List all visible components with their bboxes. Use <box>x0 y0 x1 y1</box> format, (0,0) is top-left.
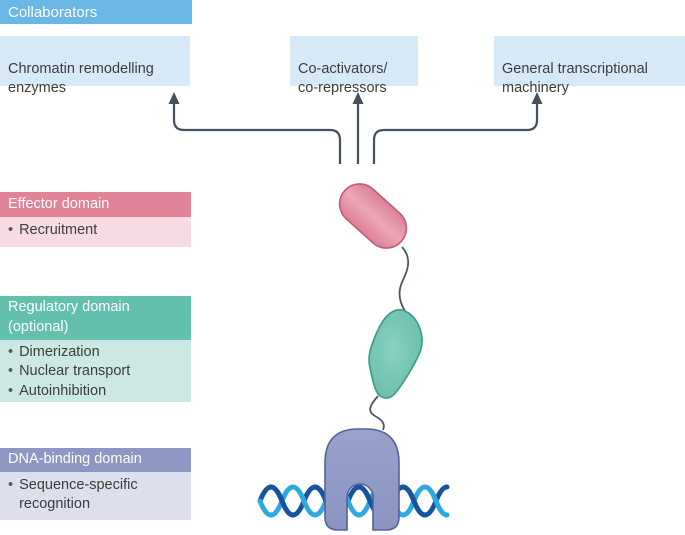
bullet-item: Dimerization <box>8 343 183 362</box>
collaborator-box-label: General transcriptional machinery <box>502 61 648 97</box>
linker-bean-to-clamp <box>369 395 385 431</box>
dna-binding-domain-clamp <box>324 428 400 531</box>
dna-binding-domain-bullets: Sequence-specific recognition <box>0 472 191 520</box>
dna-binding-domain-header: DNA-binding domain <box>0 448 191 472</box>
arrow-to-coactivators <box>352 92 364 164</box>
collaborator-box-label: Co-activators/ co-repressors <box>298 61 388 97</box>
collaborator-box-label: Chromatin remodelling enzymes <box>8 61 154 97</box>
effector-domain-title: Effector domain <box>8 195 110 212</box>
collaborator-box-chromatin-remodelling: Chromatin remodelling enzymes <box>0 36 190 96</box>
bullet-item: Recruitment <box>8 221 183 240</box>
arrow-to-general-machinery <box>372 92 543 164</box>
effector-domain-header: Effector domain <box>0 192 191 217</box>
dna-double-helix <box>257 484 450 518</box>
regulatory-domain-bean <box>368 309 423 399</box>
bullet-item: Nuclear transport <box>8 362 183 381</box>
effector-domain-bullets: Recruitment <box>0 217 191 247</box>
dna-binding-domain-title: DNA-binding domain <box>8 451 142 468</box>
collaborator-box-coactivators: Co-activators/ co-repressors <box>290 36 418 96</box>
collaborators-header-label: Collaborators <box>8 3 98 21</box>
regulatory-domain-bullets: Dimerization Nuclear transport Autoinhib… <box>0 340 191 402</box>
linker-capsule-to-bean <box>398 246 410 312</box>
bullet-item: Sequence-specific recognition <box>8 476 183 515</box>
collaborators-header: Collaborators <box>0 0 192 24</box>
regulatory-domain-title: Regulatory domain (optional) <box>8 299 130 335</box>
bullet-item: Autoinhibition <box>8 382 183 401</box>
regulatory-domain-header: Regulatory domain (optional) <box>0 296 191 340</box>
effector-domain-capsule <box>338 183 408 249</box>
collaborator-box-general-machinery: General transcriptional machinery <box>494 36 685 96</box>
arrow-to-chromatin-remodelling <box>168 92 342 164</box>
